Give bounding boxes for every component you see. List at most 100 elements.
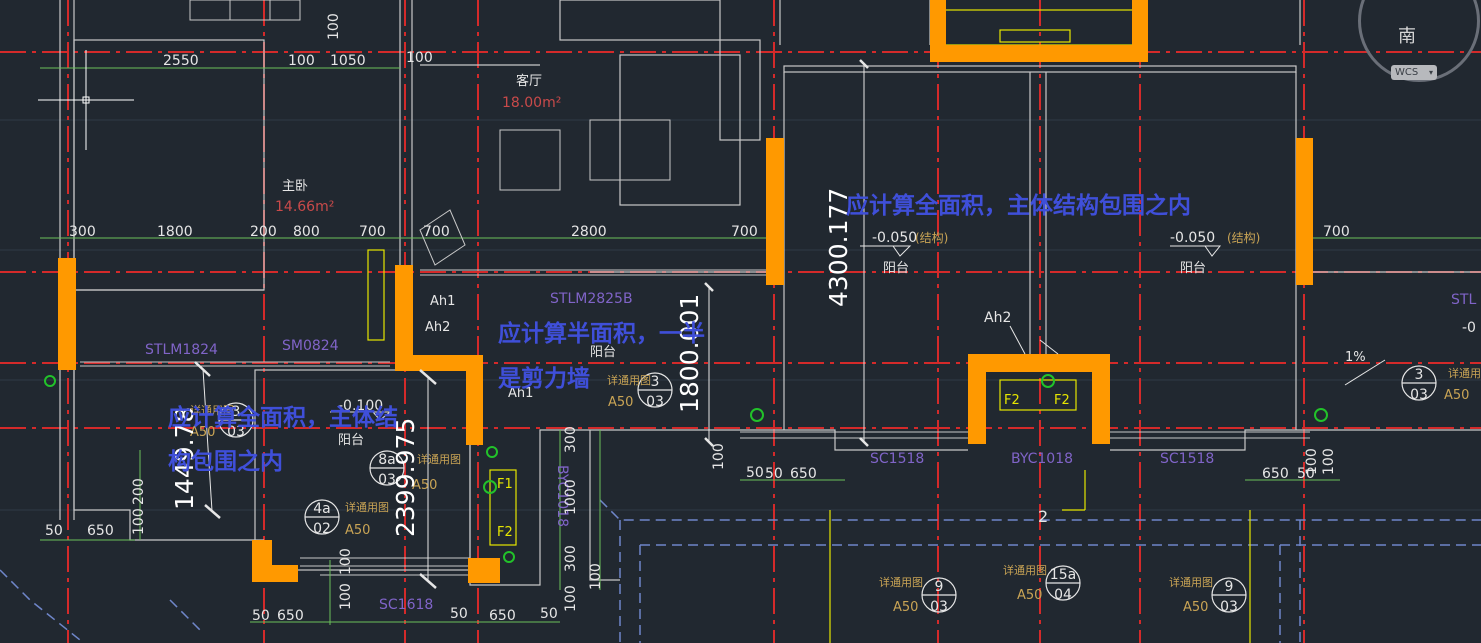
dim-v-1000: 1000 (563, 479, 579, 515)
dim-b-50-c: 50 (450, 606, 468, 622)
ref-5-top: 9 (935, 579, 944, 595)
tag-byc1018: BYC1018 (1011, 451, 1073, 467)
dim-b-650-d: 650 (790, 466, 817, 482)
ref-2-note: 详通用图 (1448, 366, 1481, 380)
label-f2-b: F2 (1054, 393, 1070, 408)
ref-1-code: A50 (608, 395, 633, 410)
wall-outlines (59, 0, 1481, 586)
misc-labels: Ah1 Ah2 Ah1 Ah2 阳台 阳台 阳台 阳台 2 1% (338, 261, 1366, 526)
dim-b-50-g: 50 (1297, 466, 1315, 482)
dim-v-100-a: 100 (588, 563, 604, 590)
leaders (202, 64, 1386, 581)
viewcube-direction[interactable]: 南 (1398, 26, 1416, 47)
dim-700-a: 700 (359, 224, 386, 240)
ref-8-note: 详通用图 (190, 403, 234, 417)
dim-b-50-f: 50 (765, 466, 783, 482)
chevron-down-icon: ▾ (1428, 68, 1433, 77)
ref-3-bottom: 03 (378, 472, 396, 488)
dim-v-100-e: 100 (711, 443, 727, 470)
ucs-label: WCS (1395, 67, 1419, 78)
ref-3-note: 详通用图 (417, 452, 461, 466)
tag-sm0824: SM0824 (282, 338, 339, 354)
ref-2-code: A50 (1444, 388, 1469, 403)
crosshair-cursor (38, 50, 134, 150)
label-balcony-4: 阳台 (338, 433, 364, 448)
annotation-half-area-line2: 是剪力墙 (498, 366, 590, 392)
label-slope: 1% (1345, 350, 1366, 365)
dims-top: 2550 100 1050 100 100 (163, 13, 433, 69)
ref-1-note: 详通用图 (607, 373, 651, 387)
dim-700-b: 700 (423, 224, 450, 240)
dim-1050: 1050 (330, 53, 366, 69)
annotation-full-area-right: 应计算全面积，主体结构包围之内 (846, 193, 1191, 219)
ref-6-note: 详通用图 (1003, 563, 1047, 577)
dim-v-300-b: 300 (563, 545, 579, 572)
dim-100-a: 100 (288, 53, 315, 69)
tag-sc1518-a: SC1518 (870, 451, 924, 467)
dim-100-b: 100 (406, 50, 433, 66)
dimension-lines (40, 67, 1481, 625)
ref-6-top: 15a (1050, 567, 1076, 583)
label-f2-a: F2 (1004, 393, 1020, 408)
dim-v-100-d: 100 (338, 583, 354, 610)
tag-sc1618: SC1618 (379, 597, 433, 613)
dim-v-100-c: 100 (338, 548, 354, 575)
dim-v-100-b: 100 (563, 585, 579, 612)
label-balcony-1: 阳台 (883, 261, 909, 276)
ref-7-top: 9 (1225, 579, 1234, 595)
ref-8-code: A50 (190, 425, 215, 440)
dim-b-650-c: 650 (489, 608, 516, 624)
ref-8-bottom: 03 (227, 424, 245, 440)
ref-5-code: A50 (893, 600, 918, 615)
annotation-full-area-left-line1: 应计算全面积，主体结 (168, 405, 398, 431)
tag-stlm2825b: STLM2825B (550, 291, 633, 307)
level-3: -0.100 (338, 398, 383, 414)
ref-1-top: 3 (651, 374, 660, 390)
ref-3-top: 8a (378, 452, 396, 468)
dim-v-300-a: 300 (563, 426, 579, 453)
dim-300: 300 (69, 224, 96, 240)
measure-2399: 2399.975 (391, 418, 420, 537)
dim-b-50-a: 50 (45, 523, 63, 539)
room-labels: 客厅 18.00m² 主卧 14.66m² (275, 73, 561, 215)
ref-4-bottom: 02 (313, 521, 331, 537)
detail-refs: 3 03 3 03 8a 03 4a 02 9 03 15a 04 9 03 3… (227, 367, 1428, 615)
ref-2-bottom: 03 (1410, 387, 1428, 403)
label-ah1-a: Ah1 (430, 294, 455, 309)
ref-4-note: 详通用图 (345, 500, 389, 514)
room-name-bedroom: 主卧 (282, 179, 308, 194)
ucs-dropdown[interactable]: WCS ▾ (1391, 65, 1437, 80)
measure-1800: 1800.001 (675, 294, 704, 413)
column-markers (44, 374, 1328, 563)
detail-ref-codes: A50 详通用图 A50 详通用图 A50 详通用图 A50 详通用图 A50 … (190, 366, 1481, 615)
dims-row: 300 1800 200 800 700 700 2800 700 700 (69, 224, 1350, 240)
window-sills (80, 269, 1310, 576)
dim-v-100-g: 100 (1304, 448, 1320, 475)
label-ah1-b: Ah1 (508, 386, 533, 401)
dim-700-c: 700 (731, 224, 758, 240)
dim-2800: 2800 (571, 224, 607, 240)
dim-700-d: 700 (1323, 224, 1350, 240)
measure-4300: 4300.177 (824, 188, 853, 307)
ref-3-code: A50 (412, 478, 437, 493)
label-f1: F1 (497, 477, 513, 492)
annotation-full-area-left-line2: 构包围之内 (168, 449, 283, 475)
tag-byc1018-v: BYC1018 (554, 465, 570, 527)
dim-100-c: 100 (326, 13, 342, 40)
ref-2-top: 3 (1415, 367, 1424, 383)
ref-6-bottom: 04 (1054, 587, 1072, 603)
level-marks: -0.050 (结构) -0.050 (结构) -0.100 -0 (338, 230, 1476, 414)
opening-tags: STLM2825B STLM1824 SM0824 SC1518 BYC1018… (145, 291, 1476, 613)
dim-2550: 2550 (163, 53, 199, 69)
tag-sc1518-b: SC1518 (1160, 451, 1214, 467)
lower-floor-outline (0, 499, 1481, 643)
label-axis-2: 2 (1038, 507, 1048, 526)
label-balcony-2: 阳台 (1180, 261, 1206, 276)
tag-stl: STL (1451, 292, 1476, 308)
level-2-note: (结构) (1227, 230, 1260, 245)
dim-v-100-f: 100 (1321, 448, 1337, 475)
room-name-living: 客厅 (516, 73, 542, 89)
room-area-living: 18.00m² (502, 95, 561, 111)
dim-b-650-e: 650 (1262, 466, 1289, 482)
